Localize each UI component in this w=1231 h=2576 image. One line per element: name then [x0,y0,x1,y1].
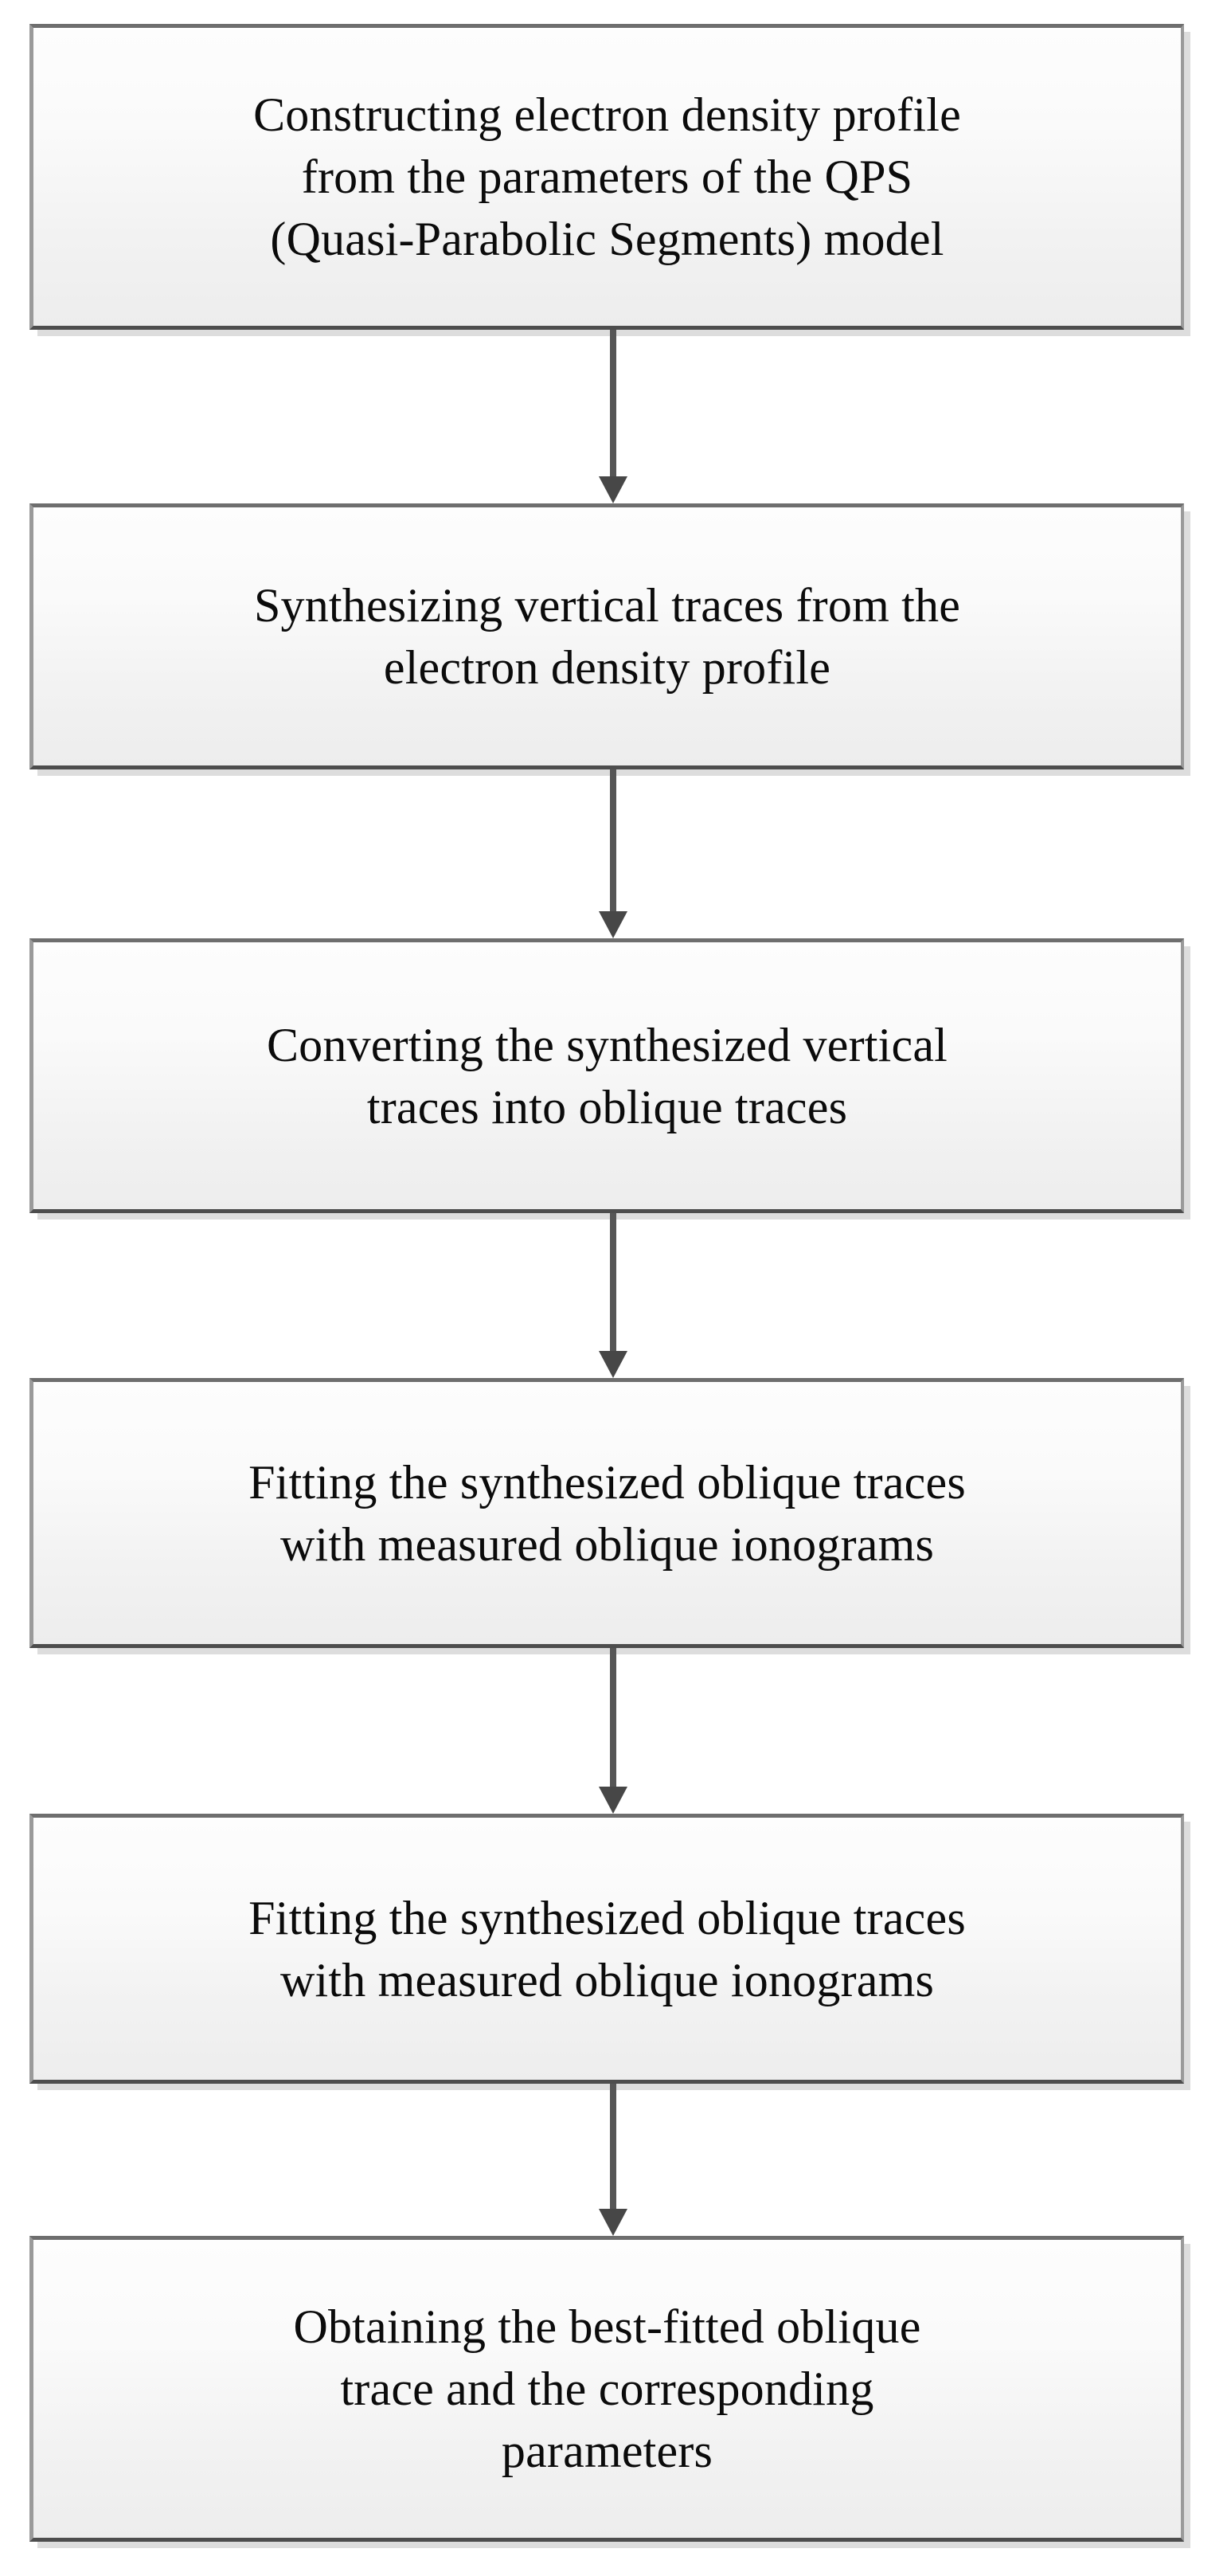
arrow-head [599,476,627,503]
flow-node-fit-oblique-traces-first[interactable]: Fitting the synthesized oblique traces w… [29,1378,1184,1648]
arrow-shaft [610,2084,616,2210]
flow-node-label: Fitting the synthesized oblique traces w… [248,1891,966,2006]
arrow-down-icon-node5-to-node6 [597,2084,629,2236]
flow-node-fit-oblique-traces-second[interactable]: Fitting the synthesized oblique traces w… [29,1814,1184,2084]
arrow-down-icon-node2-to-node3 [597,769,629,938]
flow-node-obtain-best-fitted-trace[interactable]: Obtaining the best-fitted oblique trace … [29,2236,1184,2542]
flow-node-label: Obtaining the best-fitted oblique trace … [293,2300,921,2477]
flow-node-label: Constructing electron density profile fr… [253,88,961,265]
arrow-shaft [610,1648,616,1788]
arrow-shaft [610,330,616,478]
arrow-head [599,2209,627,2236]
flow-node-construct-electron-density-profile[interactable]: Constructing electron density profile fr… [29,24,1184,330]
arrow-down-icon-node3-to-node4 [597,1213,629,1378]
flow-node-label: Fitting the synthesized oblique traces w… [248,1455,966,1571]
arrow-head [599,1787,627,1814]
flow-node-convert-vertical-to-oblique[interactable]: Converting the synthesized vertical trac… [29,938,1184,1213]
flow-node-synthesize-vertical-traces[interactable]: Synthesizing vertical traces from the el… [29,503,1184,769]
arrow-head [599,1351,627,1378]
arrow-down-icon-node1-to-node2 [597,330,629,503]
arrow-shaft [610,1213,616,1353]
arrow-shaft [610,769,616,913]
flow-node-label: Converting the synthesized vertical trac… [266,1018,948,1133]
arrow-down-icon-node4-to-node5 [597,1648,629,1814]
flow-node-label: Synthesizing vertical traces from the el… [253,579,961,694]
arrow-head [599,911,627,938]
